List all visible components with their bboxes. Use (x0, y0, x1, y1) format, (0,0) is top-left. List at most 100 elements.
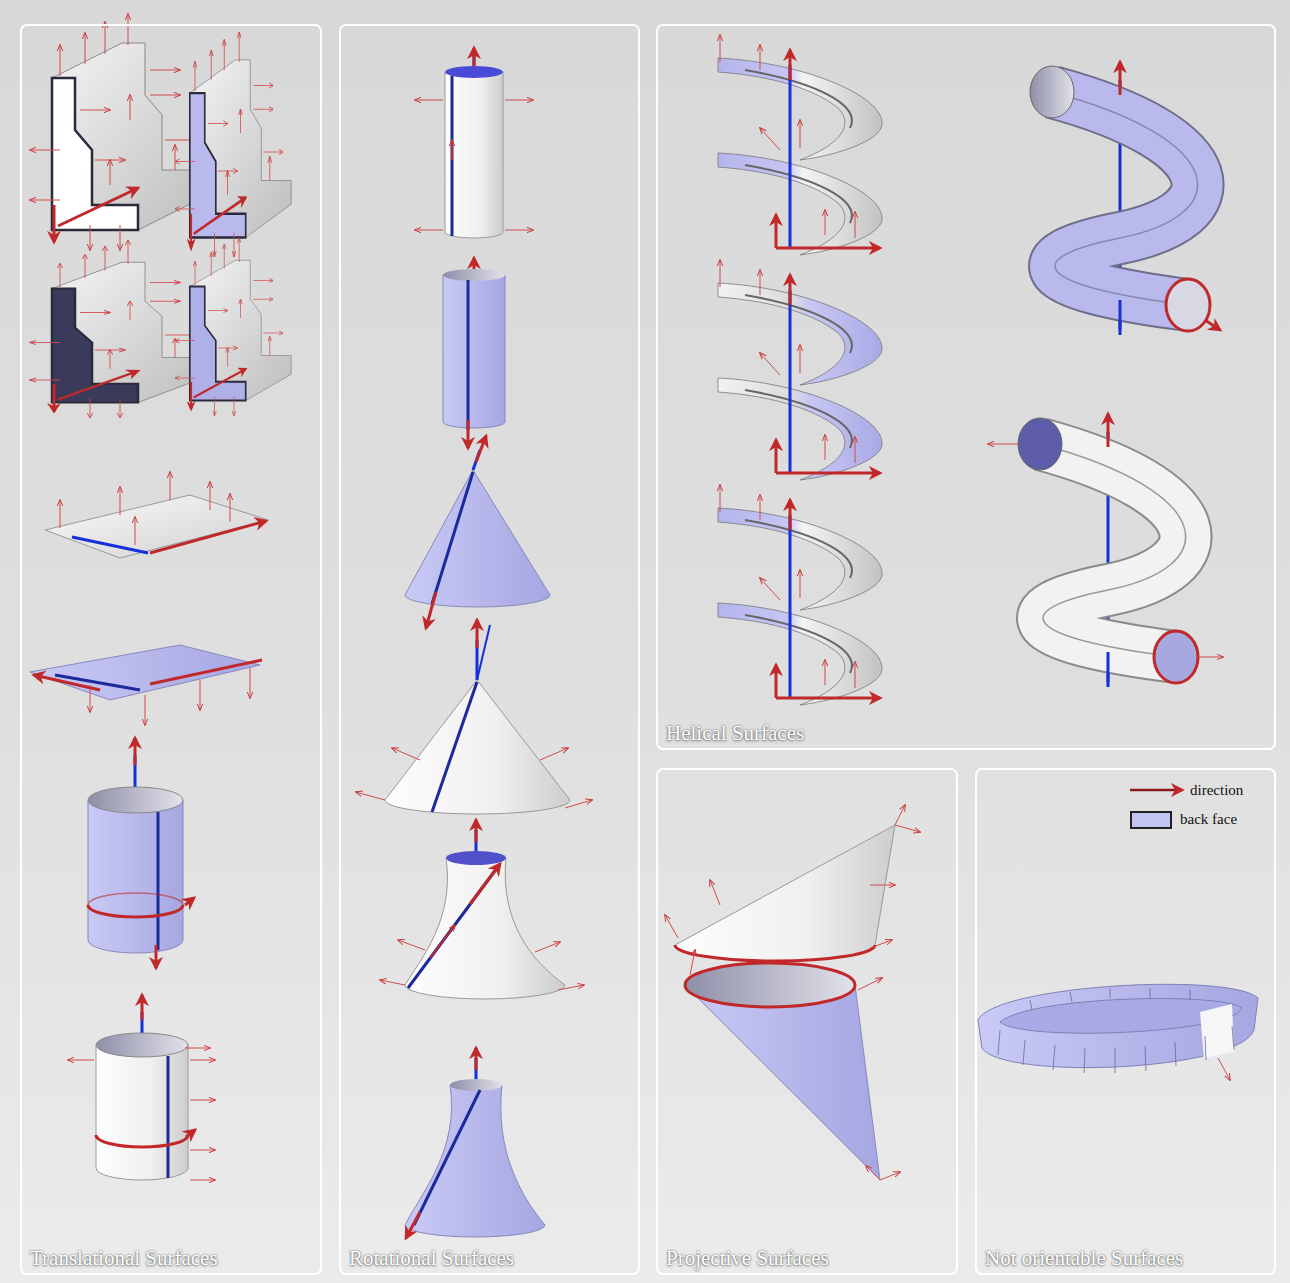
drawing-part (190, 1060, 215, 1061)
drawing-part (866, 1166, 880, 1180)
drawing-part (30, 14, 195, 250)
drawing-part (52, 262, 208, 402)
drawing-part (1196, 657, 1223, 658)
drawing-part (250, 668, 251, 698)
surface-panel: Projective Surfaces (656, 768, 958, 1275)
surface-panel: Rotational Surfaces (339, 24, 640, 1275)
drawing-part (685, 963, 855, 1007)
drawing-part (718, 485, 882, 705)
drawing-part (988, 414, 1223, 687)
drawing-part (450, 1079, 502, 1091)
plane-surfaces (30, 472, 268, 725)
drawing-part (415, 100, 443, 101)
surface-panel: Helical Surfaces (656, 24, 1276, 750)
legend-text: back face (1180, 810, 1237, 828)
drawing-part (718, 260, 882, 480)
drawing-part (155, 945, 158, 968)
drawing-part (505, 230, 533, 231)
drawing-part (1175, 1042, 1176, 1066)
drawing-part (685, 985, 880, 1180)
drawing-part (190, 60, 291, 238)
drawing-part (34, 675, 100, 690)
drawing-part (720, 485, 880, 698)
drawing-part (565, 800, 592, 808)
drawing-part (477, 625, 490, 680)
drawing-part (710, 880, 720, 905)
drawing-part (398, 940, 425, 950)
drawing-part (96, 1033, 188, 1057)
drawing-part (1119, 300, 1122, 335)
drawing-part (1070, 992, 1072, 1002)
drawing-part (476, 620, 479, 648)
drawing-part (1232, 1026, 1234, 1050)
drawing-part (88, 893, 183, 905)
drawing-part (1190, 990, 1191, 1000)
drawing-part (1052, 92, 1198, 305)
drawing-part (1052, 92, 1198, 305)
drawing-part (405, 1085, 545, 1237)
drawing-part (895, 825, 920, 832)
drawing-part (720, 35, 880, 248)
drawing-part (451, 76, 454, 236)
drawing-part (150, 660, 262, 684)
drawing-part (88, 787, 183, 813)
drawing-part (443, 275, 505, 428)
panel-heading: Helical Surfaces (666, 721, 804, 745)
drawing-part (385, 680, 570, 814)
drawing-part (380, 980, 405, 985)
drawing-part (1166, 279, 1210, 331)
drawing-part (405, 858, 565, 999)
drawing-part (406, 1212, 420, 1238)
drawing-part (134, 738, 137, 765)
drawing-part (141, 995, 144, 1020)
drawing-part (176, 239, 283, 416)
drawing-part (230, 494, 231, 522)
panel-heading: Projective Surfaces (666, 1246, 829, 1270)
drawing-part (88, 905, 183, 917)
drawing-part (176, 32, 292, 256)
moebius-band (978, 984, 1258, 1080)
drawing-part (96, 1045, 188, 1180)
drawing-part (186, 1130, 195, 1137)
drawing-part (52, 43, 208, 230)
drawing-part (718, 153, 882, 255)
drawing-part (895, 805, 905, 825)
drawing-part (443, 269, 505, 281)
drawing-part (190, 1100, 215, 1101)
drawing-part (1040, 444, 1186, 657)
drawing-part (988, 444, 1223, 657)
drawing-part (558, 985, 584, 990)
drawing-part (1018, 418, 1062, 470)
drawing-part (1110, 988, 1111, 998)
drawing-part (1040, 444, 1186, 657)
drawing-part (356, 748, 592, 808)
helicoid-surfaces (718, 35, 882, 705)
drawing-part (185, 1048, 210, 1049)
drawing-part (1052, 92, 1198, 305)
drawing-part (665, 805, 920, 948)
drawing-part (60, 472, 230, 545)
drawing-part (135, 517, 136, 545)
drawing-part (475, 820, 478, 842)
panel-heading: Rotational Surfaces (349, 1246, 514, 1270)
legend-text: direction (1190, 781, 1243, 799)
legend-arrow (1130, 790, 1182, 791)
drawing-part (1205, 320, 1220, 330)
drawing-part (998, 1030, 1000, 1055)
drawing-part (720, 260, 880, 473)
drawing-part (665, 915, 678, 938)
drawing-part (535, 942, 560, 952)
legend-swatch (1130, 811, 1172, 829)
drawing-part (445, 66, 503, 78)
drawing-part (1119, 62, 1122, 95)
drawing-part (446, 851, 506, 865)
drawing-part (675, 945, 875, 961)
drawing-part (1084, 1048, 1085, 1073)
drawing-part (157, 812, 160, 950)
projective-cones (665, 805, 920, 1180)
drawing-part (1030, 1000, 1032, 1010)
drawing-part (68, 1048, 215, 1180)
drawing-part (718, 603, 882, 705)
drawing-part (1200, 1004, 1234, 1058)
drawing-part (96, 1135, 188, 1147)
